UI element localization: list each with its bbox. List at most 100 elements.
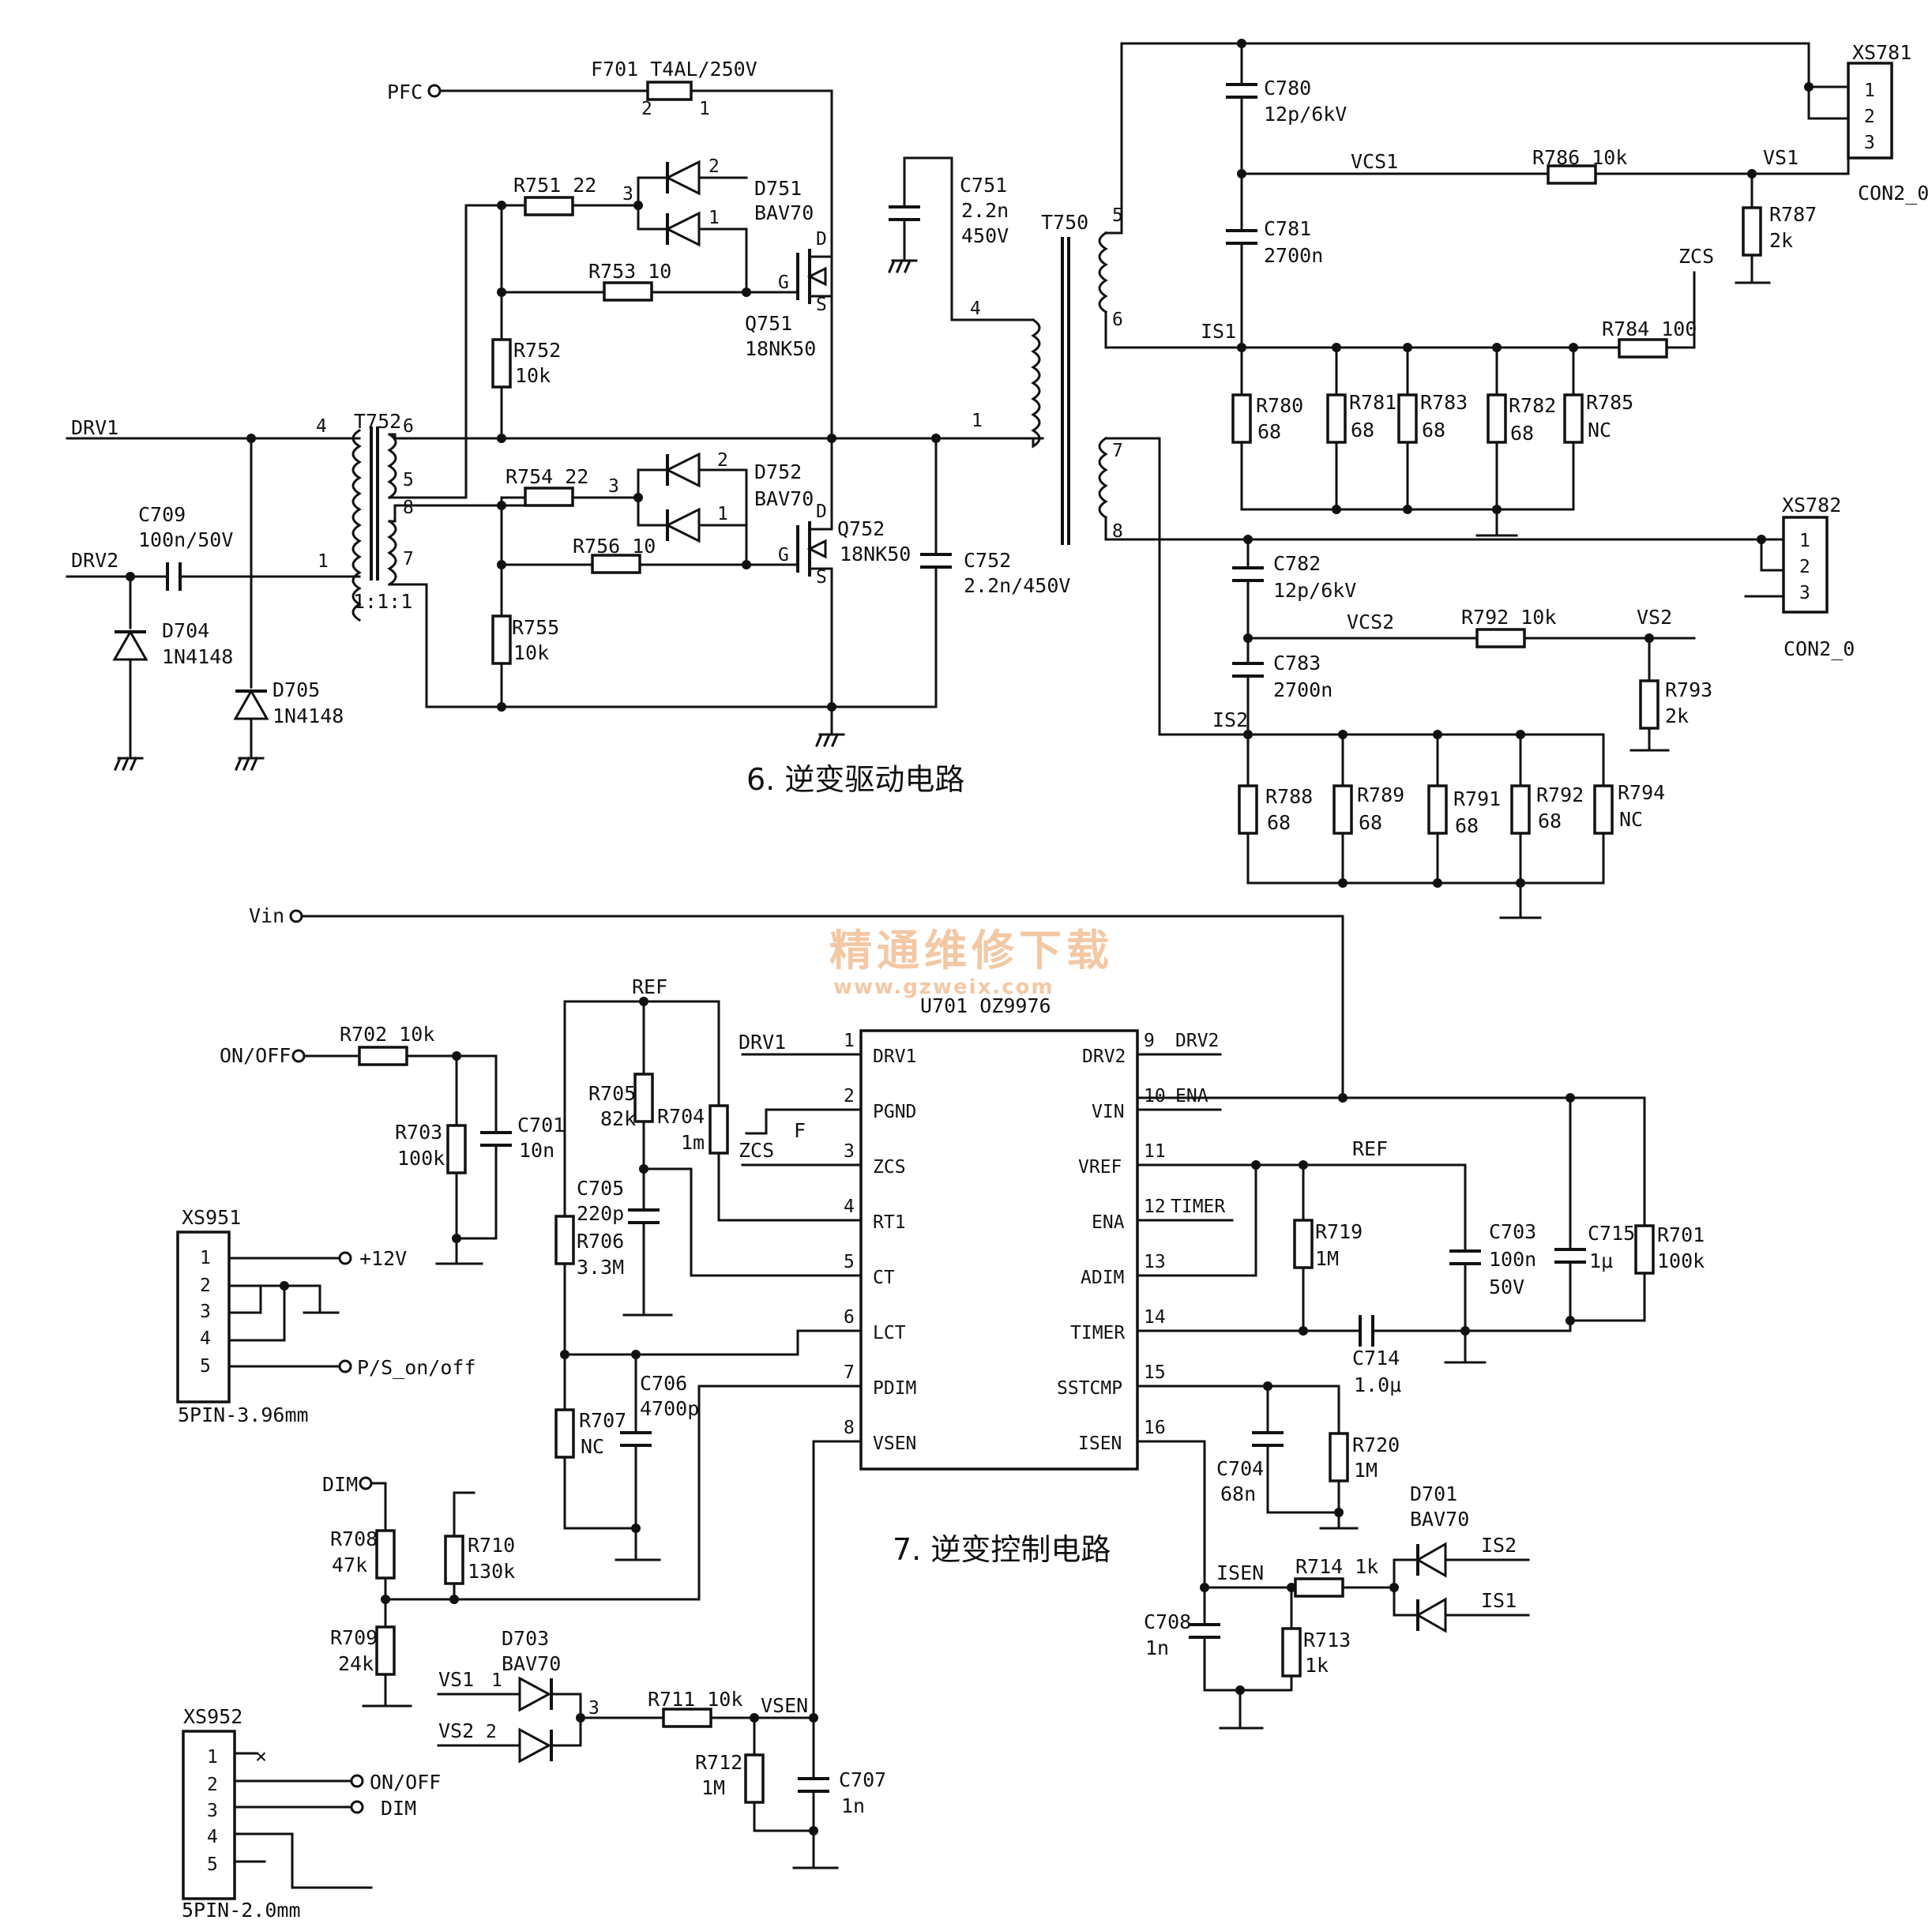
svg-text:100n/50V: 100n/50V	[138, 528, 233, 551]
svg-text:4: 4	[316, 416, 327, 437]
svg-text:VCS1: VCS1	[1351, 150, 1398, 173]
resistor-r706	[554, 1215, 575, 1265]
vin-label: Vin	[249, 904, 284, 927]
svg-text:1M: 1M	[701, 1776, 725, 1799]
svg-text:ON/OFF: ON/OFF	[220, 1044, 291, 1067]
drv1-label: DRV1	[71, 416, 118, 439]
svg-text:50V: 50V	[1489, 1276, 1524, 1298]
svg-text:PGND: PGND	[873, 1102, 916, 1122]
svg-text:1M: 1M	[1354, 1459, 1378, 1482]
diode-d704	[112, 629, 148, 661]
svg-text:9: 9	[1144, 1031, 1155, 1051]
svg-text:1N4148: 1N4148	[273, 705, 344, 727]
resistor-r788	[1238, 784, 1258, 835]
svg-text:2: 2	[844, 1086, 855, 1107]
svg-text:R706: R706	[577, 1230, 624, 1253]
resistor-r785	[1563, 393, 1584, 444]
resistor-r792-shunt	[1510, 784, 1531, 835]
svg-text:T750: T750	[1041, 211, 1088, 234]
capacitor-c752	[920, 553, 952, 569]
svg-text:1: 1	[491, 1670, 502, 1691]
svg-text:S: S	[816, 295, 827, 315]
u701-label: U701 OZ9976	[920, 994, 1051, 1017]
resistor-r703	[446, 1124, 467, 1174]
svg-text:ZCS: ZCS	[1678, 245, 1714, 268]
svg-text:VS2: VS2	[438, 1719, 474, 1742]
svg-text:1M: 1M	[1315, 1247, 1339, 1270]
svg-text:CON2_0: CON2_0	[1858, 182, 1929, 205]
svg-text:C751: C751	[960, 174, 1007, 197]
mosfet-q751	[745, 227, 833, 329]
svg-text:12: 12	[1144, 1197, 1166, 1217]
svg-text:5: 5	[207, 1854, 218, 1875]
capacitor-c751	[888, 156, 920, 273]
resistor-r702	[358, 1046, 408, 1066]
svg-text:2: 2	[641, 99, 652, 119]
resistor-r781	[1326, 393, 1347, 444]
svg-text:13: 13	[1144, 1252, 1166, 1272]
svg-text:NC: NC	[1619, 808, 1643, 831]
svg-text:G: G	[778, 272, 789, 293]
svg-text:ENA: ENA	[1175, 1086, 1208, 1107]
dim-terminal	[359, 1476, 373, 1490]
driver-circuit: PFC F701 T4AL/250V 2 1 D G S Q751 18NK50…	[66, 39, 1929, 919]
capacitor-c715	[1554, 1248, 1586, 1264]
svg-text:5: 5	[403, 470, 414, 490]
svg-text:T752: T752	[354, 410, 401, 433]
svg-text:R720: R720	[1352, 1433, 1400, 1456]
svg-text:CON2_0: CON2_0	[1784, 637, 1855, 660]
svg-text:24k: 24k	[338, 1652, 374, 1675]
svg-text:TIMER: TIMER	[1171, 1197, 1225, 1217]
svg-text:3: 3	[608, 476, 619, 497]
svg-text:R788: R788	[1265, 785, 1313, 808]
svg-text:ISEN: ISEN	[1216, 1561, 1264, 1584]
watermark-text: 精通维修下载	[829, 926, 1114, 975]
svg-text:2.2n/450V: 2.2n/450V	[964, 574, 1070, 597]
svg-text:R791: R791	[1453, 787, 1501, 810]
connector-xs951	[176, 1231, 231, 1403]
svg-text:BAV70: BAV70	[754, 201, 814, 224]
svg-text:R701: R701	[1657, 1223, 1705, 1246]
svg-text:R710: R710	[468, 1534, 515, 1557]
svg-text:ON/OFF: ON/OFF	[370, 1771, 441, 1794]
svg-text:DRV1: DRV1	[873, 1046, 916, 1067]
resistor-r712	[744, 1753, 765, 1804]
drv2-label: DRV2	[71, 549, 118, 572]
svg-text:R713: R713	[1303, 1629, 1351, 1651]
resistor-r752	[491, 338, 512, 389]
svg-text:IS2: IS2	[1212, 708, 1248, 731]
svg-text:D751: D751	[754, 177, 802, 200]
svg-text:100k: 100k	[397, 1147, 445, 1170]
resistor-r707	[554, 1408, 575, 1459]
svg-text:220p: 220p	[577, 1202, 624, 1225]
svg-text:1: 1	[699, 99, 710, 119]
ic-left-pins	[690, 1053, 863, 1443]
svg-text:R781: R781	[1349, 391, 1396, 414]
svg-text:C708: C708	[1144, 1610, 1191, 1633]
svg-text:R705: R705	[588, 1082, 636, 1105]
svg-text:2: 2	[1864, 107, 1875, 127]
resistor-r754	[524, 487, 574, 507]
svg-text:BAV70: BAV70	[754, 487, 814, 510]
svg-text:VSEN: VSEN	[873, 1433, 916, 1454]
svg-text:R792: R792	[1536, 783, 1584, 806]
capacitor-c706	[620, 1431, 652, 1447]
capacitor-c783	[1232, 662, 1264, 678]
resistor-r709	[375, 1625, 396, 1676]
svg-text:ADIM: ADIM	[1081, 1268, 1124, 1288]
resistor-r784	[1618, 338, 1668, 359]
svg-text:C709: C709	[138, 503, 186, 526]
svg-text:R793: R793	[1665, 678, 1712, 701]
svg-text:RT1: RT1	[873, 1212, 906, 1233]
svg-text:LCT: LCT	[873, 1323, 906, 1343]
resistor-r751	[524, 196, 574, 216]
svg-text:450V: 450V	[961, 224, 1009, 247]
svg-text:5: 5	[1112, 205, 1123, 226]
f701-label: F701 T4AL/250V	[591, 58, 757, 81]
svg-text:R756 10: R756 10	[573, 535, 656, 558]
diode-d701	[1393, 1542, 1530, 1633]
svg-text:R782: R782	[1509, 394, 1556, 417]
svg-text:2: 2	[1799, 557, 1810, 577]
svg-text:R714 1k: R714 1k	[1295, 1555, 1378, 1578]
svg-text:3: 3	[207, 1801, 218, 1821]
